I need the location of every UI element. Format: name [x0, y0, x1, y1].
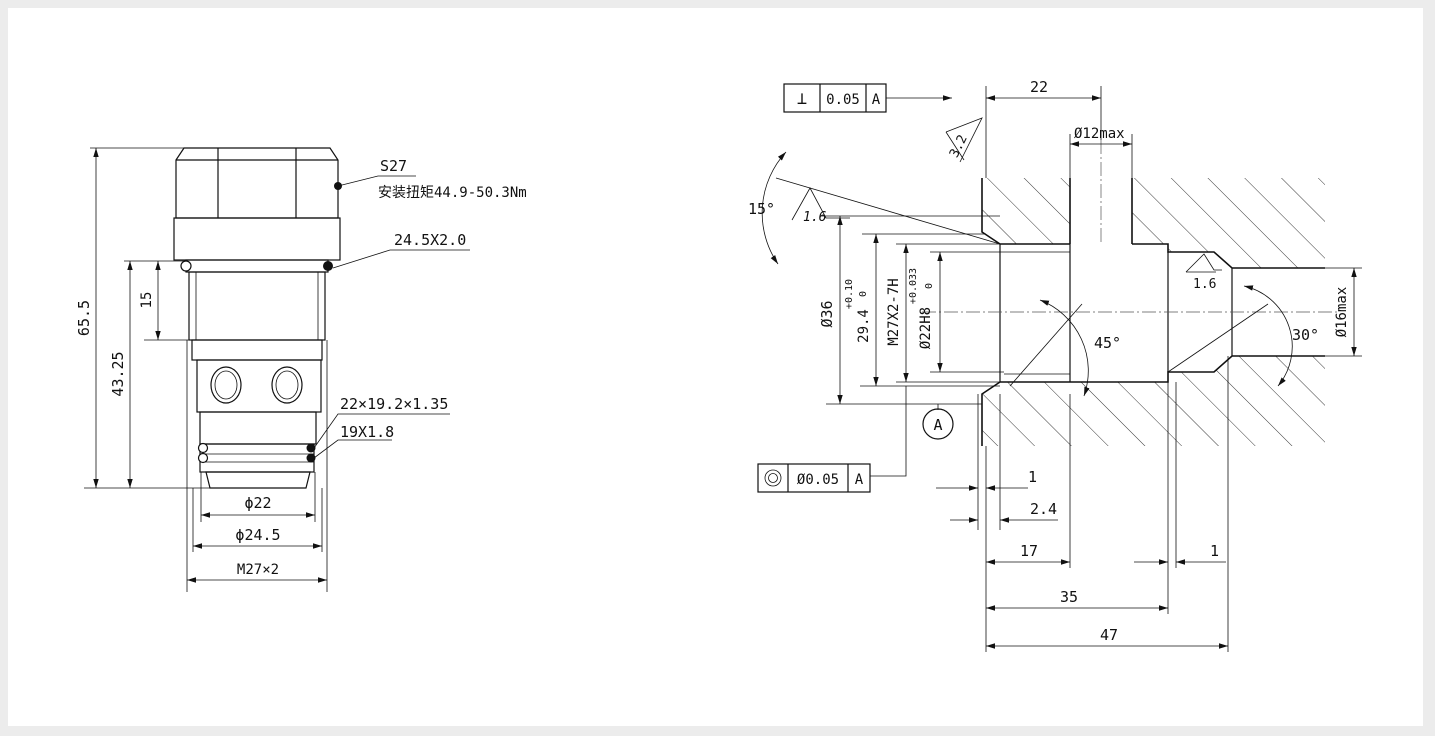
dim-17: 17 [1020, 542, 1038, 560]
dim-d36: Ø36 [818, 300, 836, 327]
datum-a-circle [922, 408, 954, 440]
concentricity-icon [764, 469, 782, 487]
dim-thread: M27×2 [237, 562, 279, 578]
dim-294: 29.4 [856, 309, 872, 343]
dim-d245: ϕ24.5 [235, 526, 280, 544]
angle-30: 30° [1292, 326, 1319, 344]
perp-symbol: ⊥ [797, 89, 807, 109]
seal-upper-label: 22×19.2×1.35 [340, 395, 448, 413]
tol-22h8-upper: +0.033 [908, 268, 919, 304]
dim-d22: ϕ22 [244, 494, 271, 512]
dim-body-height: 43.25 [109, 351, 127, 396]
conc-frame [757, 463, 871, 493]
port-hole [271, 366, 303, 404]
datum-a: A [933, 416, 942, 434]
angle-45: 45° [1094, 334, 1121, 352]
cartridge-view: 65.5 43.25 15 ϕ22 ϕ24.5 M27×2 S27 安装扭矩44… [75, 147, 527, 592]
dim-47: 47 [1100, 626, 1118, 644]
seal-lower-label: 19X1.8 [340, 423, 394, 441]
dim-total-height: 65.5 [75, 300, 93, 336]
dim-1a: 1 [1028, 468, 1037, 486]
dim-24: 2.4 [1030, 500, 1057, 518]
rough-16a: 1.6 [803, 210, 827, 225]
conc-value: Ø0.05 [797, 472, 839, 488]
torque-label: 安装扭矩44.9-50.3Nm [378, 185, 527, 201]
perp-value: 0.05 [826, 92, 860, 108]
tol-22h8-lower: 0 [924, 283, 935, 289]
tol-294-lower: 0 [858, 291, 869, 297]
dim-22: 22 [1030, 78, 1048, 96]
dim-1b: 1 [1210, 542, 1219, 560]
dim-35: 35 [1060, 588, 1078, 606]
conc-datum: A [855, 472, 864, 488]
cavity-view: 45° 30° 15° 3.2 1.6 1.6 22 Ø12max ⊥ 0.05… [748, 78, 1362, 652]
perp-datum: A [872, 92, 881, 108]
tol-294-upper: +0.10 [844, 279, 855, 309]
thread-section [188, 271, 326, 341]
rough-16b: 1.6 [1193, 277, 1216, 292]
flange [173, 217, 341, 261]
hex-label: S27 [380, 157, 407, 175]
dim-m27: M27X2-7H [886, 278, 902, 345]
rough-32: 3.2 [947, 133, 971, 161]
drawing-frame [8, 8, 1423, 726]
port-hole [210, 366, 242, 404]
dim-d22h8: Ø22H8 [918, 307, 934, 349]
oring-left [180, 260, 192, 272]
oring-top-label: 24.5X2.0 [394, 231, 466, 249]
dim-d12max: Ø12max [1074, 126, 1125, 142]
dim-thread-length: 15 [139, 292, 155, 309]
oring-right [323, 261, 333, 271]
hex-head [175, 147, 339, 219]
angle-15: 15° [748, 200, 775, 218]
dim-d16max: Ø16max [1334, 287, 1350, 338]
